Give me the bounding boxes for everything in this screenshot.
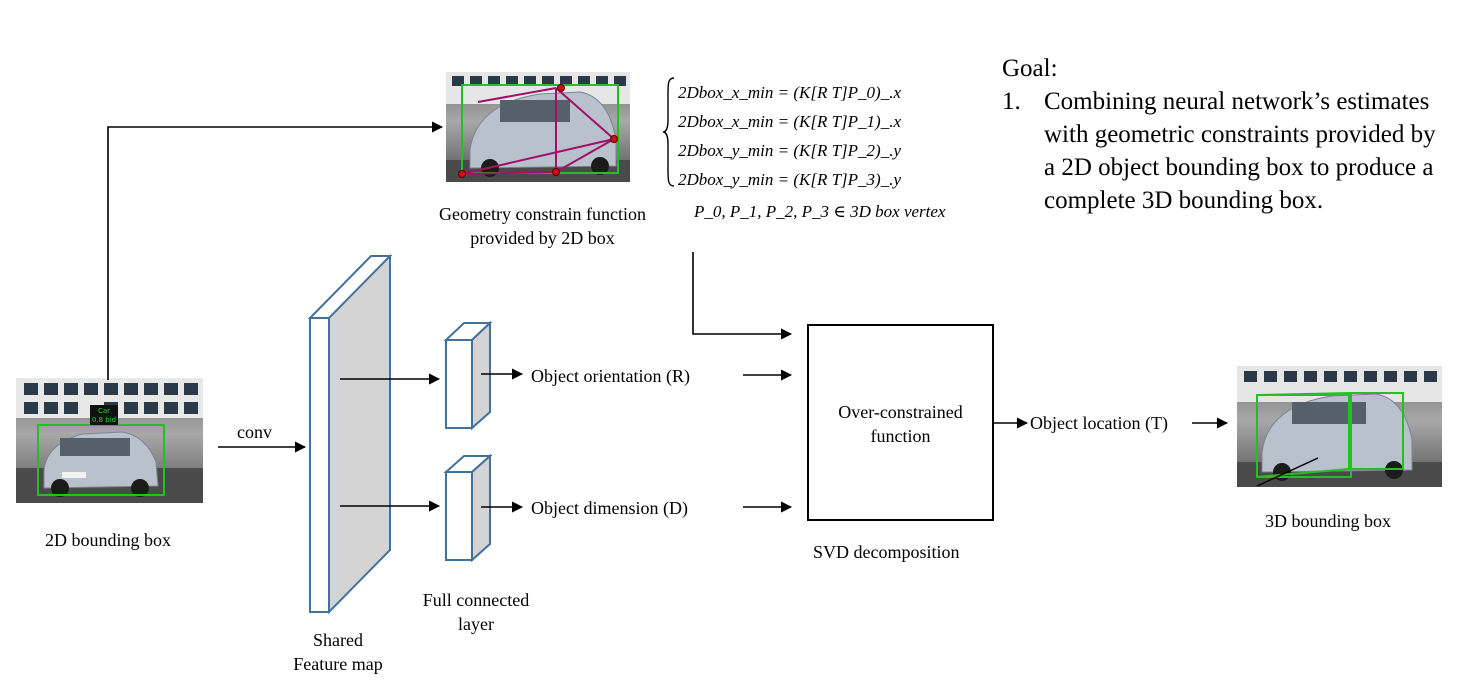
label-2d-bounding-box: 2D bounding box bbox=[45, 530, 171, 550]
label-shared-line1: Shared bbox=[313, 630, 363, 650]
equation-row: 2Dbox_y_min = (K[R T]P_2)_.y bbox=[678, 141, 902, 160]
geometry-car-photo bbox=[446, 72, 630, 182]
detection-tag-score: 0.8 bid bbox=[92, 416, 116, 424]
label-3d-bounding-box: 3D bounding box bbox=[1265, 511, 1391, 531]
label-object-orientation: Object orientation (R) bbox=[531, 366, 690, 386]
label-geom-line1: Geometry constrain function bbox=[439, 204, 646, 224]
label-conv: conv bbox=[237, 422, 272, 442]
label-over-constrained: Over-constrained function bbox=[808, 400, 993, 448]
equation-row: 2Dbox_x_min = (K[R T]P_1)_.x bbox=[678, 112, 902, 131]
arrow-input-to-geometry bbox=[107, 121, 444, 380]
goal-list: 1. Combining neural network’s estimates … bbox=[1002, 85, 1444, 217]
goal-item: 1. Combining neural network’s estimates … bbox=[1002, 85, 1444, 217]
ground-line bbox=[1256, 457, 1319, 487]
detection-tag bbox=[90, 405, 118, 425]
label-shared-line2: Feature map bbox=[293, 654, 383, 674]
label-fc-layer: Full connected layer bbox=[401, 588, 551, 636]
label-object-dimension: Object dimension (D) bbox=[531, 498, 688, 518]
label-svd-decomposition: SVD decomposition bbox=[813, 542, 960, 562]
arrow-geometry-to-box bbox=[692, 252, 793, 340]
detection-tag-class: Car bbox=[98, 407, 110, 415]
vertex-points bbox=[458, 84, 618, 178]
vertex-note: P_0, P_1, P_2, P_3 ∈ 3D box vertex bbox=[694, 202, 946, 221]
label-fc-line2: layer bbox=[458, 614, 494, 634]
label-object-location: Object location (T) bbox=[1030, 413, 1168, 433]
equation-row: 2Dbox_x_min = (K[R T]P_0)_.x bbox=[678, 83, 902, 102]
3d-bbox-wireframe bbox=[1256, 392, 1404, 478]
label-shared-feature-map: Shared Feature map bbox=[278, 628, 398, 676]
fc-block-dimension bbox=[443, 453, 493, 563]
goal-panel: Goal: 1. Combining neural network’s esti… bbox=[1002, 52, 1444, 217]
output-car-photo bbox=[1237, 366, 1442, 487]
label-overcon-line1: Over-constrained bbox=[838, 402, 963, 422]
goal-item-number: 1. bbox=[1002, 88, 1021, 115]
goal-heading: Goal: bbox=[1002, 55, 1058, 82]
input-car-photo: Car 0.8 bid bbox=[16, 378, 203, 503]
label-overcon-line2: function bbox=[870, 426, 931, 446]
label-geometry-constraint: Geometry constrain function provided by … bbox=[410, 202, 675, 250]
fc-block-orientation bbox=[443, 320, 493, 431]
equation-row: 2Dbox_y_min = (K[R T]P_3)_.y bbox=[678, 170, 902, 189]
label-fc-line1: Full connected bbox=[422, 590, 530, 610]
equation-brace bbox=[662, 76, 676, 193]
label-geom-line2: provided by 2D box bbox=[470, 228, 615, 248]
shared-feature-map bbox=[307, 253, 393, 615]
projected-3d-box bbox=[461, 87, 615, 175]
over-constrained-box bbox=[807, 324, 994, 521]
constraint-equations: 2Dbox_x_min = (K[R T]P_0)_.x 2Dbox_x_min… bbox=[678, 78, 901, 194]
goal-item-text: Combining neural network’s estimates wit… bbox=[1044, 88, 1436, 214]
